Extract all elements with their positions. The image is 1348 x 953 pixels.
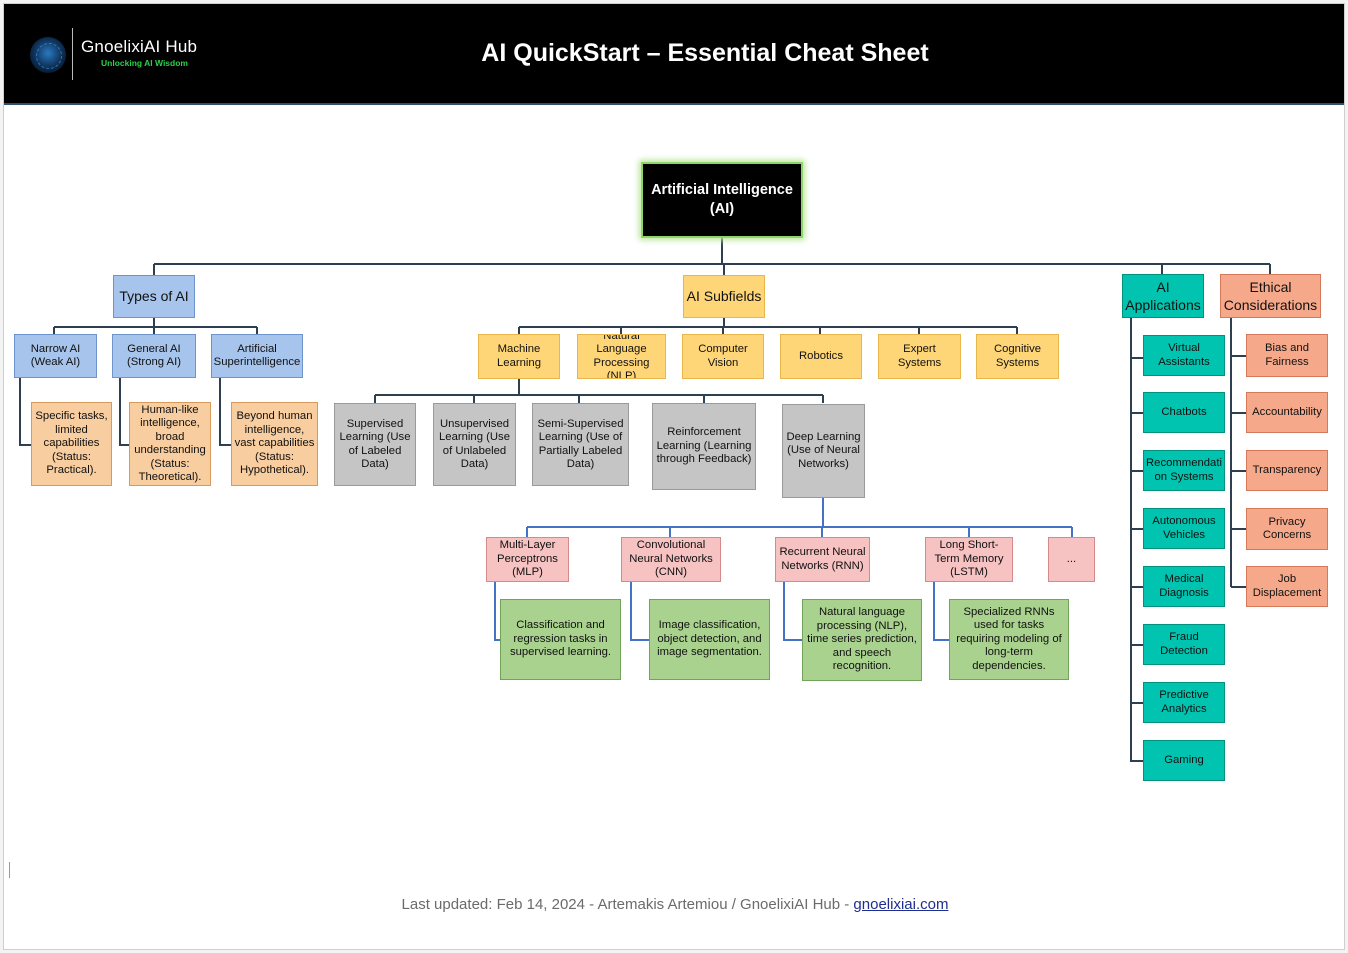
ai-subfields-node: AI Subfields [683, 275, 765, 318]
lstm-description: Specialized RNNs used for tasks requirin… [949, 599, 1069, 680]
superintelligence-description: Beyond human intelligence, vast capabili… [231, 402, 318, 486]
brand-name: GnoelixiAI Hub [81, 37, 198, 56]
app-autonomous-vehicles: Autonomous Vehicles [1143, 508, 1225, 549]
ethics-transparency: Transparency [1246, 450, 1328, 491]
types-of-ai-node: Types of AI [113, 275, 195, 318]
cnn-description: Image classification, object detection, … [649, 599, 770, 680]
mlp-description: Classification and regression tasks in s… [500, 599, 621, 680]
header-bar: GnoelixiAI Hub Unlocking AI Wisdom AI Qu… [4, 4, 1344, 105]
app-virtual-assistants: Virtual Assistants [1143, 335, 1225, 376]
footer: Last updated: Feb 14, 2024 - Artemakis A… [4, 896, 1344, 913]
unsupervised-learning-node: Unsupervised Learning (Use of Unlabeled … [433, 403, 516, 486]
more-networks-node: ... [1048, 537, 1095, 582]
lstm-node: Long Short-Term Memory (LSTM) [925, 537, 1013, 582]
robotics-node: Robotics [780, 334, 862, 379]
ethics-job-displacement: Job Displacement [1246, 566, 1328, 607]
rnn-node: Recurrent Neural Networks (RNN) [775, 537, 870, 582]
sheet-title: AI QuickStart – Essential Cheat Sheet [481, 39, 929, 67]
connector-lines [19, 238, 1271, 762]
ethics-accountability: Accountability [1246, 392, 1328, 433]
supervised-learning-node: Supervised Learning (Use of Labeled Data… [334, 403, 416, 486]
footer-text: Last updated: Feb 14, 2024 - Artemakis A… [401, 896, 854, 913]
app-predictive-analytics: Predictive Analytics [1143, 682, 1225, 723]
app-recommendation-systems: Recommendati on Systems [1143, 450, 1225, 491]
narrow-ai-description: Specific tasks, limited capabilities (St… [31, 402, 112, 486]
logo-divider [72, 28, 73, 80]
brand-tagline: Unlocking AI Wisdom [101, 58, 188, 68]
general-ai-node: General AI (Strong AI) [112, 334, 196, 378]
general-ai-description: Human-like intelligence, broad understan… [129, 402, 211, 486]
semi-supervised-learning-node: Semi-Supervised Learning (Use of Partial… [532, 403, 629, 486]
superintelligence-node: Artificial Superintelligence [211, 334, 303, 378]
cnn-node: Convolutional Neural Networks (CNN) [621, 537, 721, 582]
app-gaming: Gaming [1143, 740, 1225, 781]
reinforcement-learning-node: Reinforcement Learning (Learning through… [652, 403, 756, 490]
root-ai-node: Artificial Intelligence (AI) [641, 162, 803, 238]
app-chatbots: Chatbots [1143, 392, 1225, 433]
cheat-sheet-page: GnoelixiAI Hub Unlocking AI Wisdom AI Qu… [3, 3, 1345, 950]
mlp-node: Multi-Layer Perceptrons (MLP) [486, 537, 569, 582]
nlp-node: Natural Language Processing (NLP) [577, 334, 666, 379]
text-cursor [9, 862, 10, 878]
ai-applications-node: AI Applications [1122, 274, 1204, 318]
expert-systems-node: Expert Systems [878, 334, 961, 379]
computer-vision-node: Computer Vision [682, 334, 764, 379]
footer-website-link[interactable]: gnoelixiai.com [853, 896, 949, 913]
ethical-considerations-node: Ethical Considerations [1220, 274, 1321, 318]
app-medical-diagnosis: Medical Diagnosis [1143, 566, 1225, 607]
machine-learning-node: Machine Learning [478, 334, 560, 379]
deep-learning-node: Deep Learning (Use of Neural Networks) [782, 404, 865, 498]
brain-globe-logo-icon [30, 37, 66, 73]
ethics-privacy-concerns: Privacy Concerns [1246, 508, 1328, 550]
cognitive-systems-node: Cognitive Systems [976, 334, 1059, 379]
app-fraud-detection: Fraud Detection [1143, 624, 1225, 665]
rnn-description: Natural language processing (NLP), time … [802, 599, 922, 681]
ethics-bias-fairness: Bias and Fairness [1246, 334, 1328, 377]
narrow-ai-node: Narrow AI (Weak AI) [14, 334, 97, 378]
